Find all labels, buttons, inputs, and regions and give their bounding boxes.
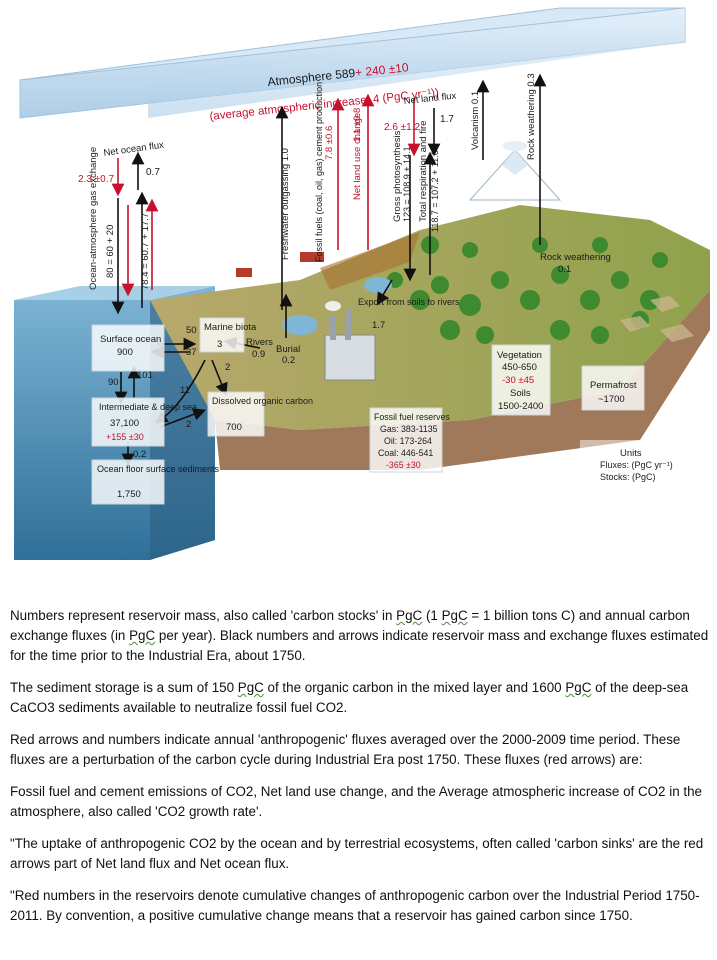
svg-text:Units: Units <box>620 448 642 459</box>
svg-text:Dissolved organic carbon: Dissolved organic carbon <box>212 396 313 406</box>
fossil-fuels-value: 7.8 ±0.6 <box>324 126 335 160</box>
land-surface <box>150 141 710 470</box>
intermediate-flux-2a: 2 <box>186 419 191 430</box>
svg-text:450-650: 450-650 <box>502 362 537 373</box>
fossil-fuel-reserves-box: Fossil fuel reserves Gas: 383-1135 Oil: … <box>369 407 450 473</box>
caption-paragraph-6: "Red numbers in the reservoirs denote cu… <box>10 888 700 923</box>
marine-biota-flux-out: 37 <box>186 347 197 358</box>
net-land-flux-black: 1.7 <box>440 114 454 125</box>
marine-biota-flux-in: 50 <box>186 325 197 336</box>
net-land-flux-red: 2.6 ±1.2 <box>384 122 421 133</box>
svg-text:Marine biota: Marine biota <box>204 322 257 333</box>
ocean-atm-exchange-label: Ocean-atmosphere gas exchange <box>88 147 99 290</box>
ocean-atm-up: 78.4 = 60.7 + 17.7 <box>140 213 151 290</box>
factory <box>324 301 376 381</box>
total-respiration-value: 118.7 = 107.2 + 11.6 <box>430 150 440 232</box>
rock-weathering-side-label: Rock weathering <box>540 252 611 263</box>
svg-text:Fluxes: (PgC yr⁻¹): Fluxes: (PgC yr⁻¹) <box>600 460 673 470</box>
tractor <box>236 268 252 277</box>
svg-text:+155 ±30: +155 ±30 <box>106 432 144 442</box>
ocean-atm-down: 80 = 60 + 20 <box>105 225 116 278</box>
gross-photosynthesis-value: 123 = 108.9 + 14.1 <box>402 146 412 222</box>
truck <box>300 252 324 262</box>
vegetation-soils-box: Vegetation 450-650 -30 ±45 Soils 1500-24… <box>491 344 551 416</box>
freshwater-outgassing-label: Freshwater outgassing 1.0 <box>280 148 291 260</box>
forest <box>387 236 668 344</box>
permafrost-box: Permafrost ~1700 <box>581 365 645 411</box>
rock-weathering-top-label: Rock weathering 0.3 <box>526 73 537 160</box>
rivers-label: Rivers <box>246 337 273 348</box>
svg-text:Oil: 173-264: Oil: 173-264 <box>384 436 432 446</box>
svg-text:Permafrost: Permafrost <box>590 380 637 391</box>
svg-text:Intermediate & deep sea: Intermediate & deep sea <box>99 402 197 412</box>
intermediate-flux-2b: 2 <box>225 362 230 373</box>
net-ocean-flux-red: 2.3 ±0.7 <box>78 174 115 185</box>
svg-text:1500-2400: 1500-2400 <box>498 401 543 412</box>
net-ocean-flux-black: 0.7 <box>146 167 160 178</box>
svg-text:~1700: ~1700 <box>598 394 625 405</box>
svg-text:700: 700 <box>226 422 242 433</box>
burial-label: Burial <box>276 344 300 355</box>
net-land-use-value: 1.1 ±0.8 <box>352 108 363 142</box>
volcanism-label: Volcanism 0.1 <box>470 91 481 150</box>
caption: Numbers represent reservoir mass, also c… <box>10 606 710 938</box>
ocean-floor-box: Ocean floor surface sediments 1,750 <box>91 459 220 505</box>
fossil-fuels-label: Fossil fuels (coal, oil, gas) cement pro… <box>314 82 324 262</box>
svg-text:-30 ±45: -30 ±45 <box>502 375 534 386</box>
caption-paragraph-3: Red arrows and numbers indicate annual '… <box>10 732 681 767</box>
caption-paragraph-1: Numbers represent reservoir mass, also c… <box>10 608 709 663</box>
svg-text:Soils: Soils <box>510 388 531 399</box>
marine-biota-box: Marine biota 3 <box>199 317 257 353</box>
total-respiration-label: Total respiration and fire <box>418 121 429 222</box>
svg-text:Surface ocean: Surface ocean <box>100 334 161 345</box>
caption-paragraph-2: The sediment storage is a sum of 150 PgC… <box>10 680 689 715</box>
intermediate-deep-sea-box: Intermediate & deep sea 37,100 +155 ±30 <box>91 397 197 447</box>
flux-arrows <box>111 73 547 467</box>
ocean-floor-flux: 0.2 <box>133 449 146 460</box>
svg-text:Gas: 383-1135: Gas: 383-1135 <box>380 424 438 434</box>
svg-text:900: 900 <box>117 347 133 358</box>
carbon-cycle-diagram: Atmosphere 589+ 240 ±10 (average atmosph… <box>14 7 710 560</box>
svg-text:Vegetation: Vegetation <box>497 350 542 361</box>
svg-text:1,750: 1,750 <box>117 489 141 500</box>
atmosphere-slab <box>19 7 686 119</box>
dissolved-organic-carbon-box: Dissolved organic carbon 700 <box>207 391 313 437</box>
rock-weathering-side-value: 0.1 <box>558 264 571 275</box>
svg-text:37,100: 37,100 <box>110 418 139 429</box>
svg-text:Fossil fuel reserves: Fossil fuel reserves <box>374 412 450 422</box>
caption-paragraph-5: "The uptake of anthropogenic CO2 by the … <box>10 836 704 871</box>
svg-text:Coal: 446-541: Coal: 446-541 <box>378 448 433 458</box>
export-rivers-label: Export from soils to rivers <box>358 297 460 307</box>
export-rivers-value: 1.7 <box>372 320 385 331</box>
burial-value: 0.2 <box>282 355 295 366</box>
net-ocean-flux-label: Net ocean flux <box>103 140 165 159</box>
svg-text:3: 3 <box>217 339 222 350</box>
caption-paragraph-4: Fossil fuel and cement emissions of CO2,… <box>10 784 702 819</box>
surface-ocean-box: Surface ocean 900 <box>91 324 165 372</box>
svg-text:-365 ±30: -365 ±30 <box>386 460 421 470</box>
gross-photosynthesis-label: Gross photosynthesis <box>392 130 403 222</box>
svg-text:Ocean floor surface sediments: Ocean floor surface sediments <box>97 464 220 474</box>
units-legend: Units Fluxes: (PgC yr⁻¹) Stocks: (PgC) <box>580 440 698 492</box>
svg-text:Stocks: (PgC): Stocks: (PgC) <box>600 472 656 482</box>
surface-ocean-flux-up: 101 <box>137 370 153 381</box>
net-land-use-label: Net land use change <box>352 113 363 200</box>
rivers-value: 0.9 <box>252 349 265 360</box>
intermediate-flux-11: 11 <box>180 385 190 396</box>
surface-ocean-flux-down: 90 <box>108 377 119 388</box>
